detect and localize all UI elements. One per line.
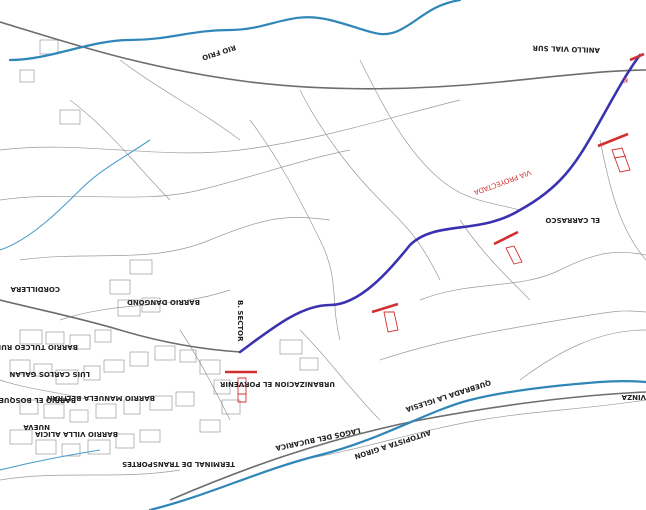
section-marker-3[interactable] (493, 230, 523, 265)
anillo-vial-road (0, 21, 646, 90)
secondary-road (0, 299, 241, 353)
stream-southwest (0, 449, 101, 471)
label-barrio-el-bosque: BARRIO EL BOSQUE (0, 396, 76, 404)
label-barrio-dangond: BARRIO DANGOND (127, 298, 200, 306)
section-marker-2[interactable] (371, 302, 399, 333)
label-via-proyectada: VIA PROYECTADA (473, 168, 533, 196)
label-k: K (623, 76, 628, 84)
terrain-contours (0, 59, 646, 481)
label-barrio-manuela-beltran: BARRIO MANUELA BELTRAN (46, 394, 155, 402)
section-marker-1[interactable] (225, 370, 257, 403)
label-vinza: VINZA (621, 393, 646, 401)
label-barrio-villa-alicia: BARRIO VILLA ALICIA (34, 430, 118, 438)
quebrada-la-iglesia (148, 380, 646, 510)
label-urbanizacion-el-porvenir: URBANIZACION EL PORVENIR (219, 380, 335, 388)
label-terminal: TERMINAL DE TRANSPORTES (122, 460, 235, 468)
label-luis-carlos-galan: LUIS CARLOS GALAN (9, 370, 90, 378)
label-nueva: NUEVA (23, 423, 50, 431)
label-lagos-del-bucarica: LAGOS DEL BUCARICA (274, 426, 361, 452)
urban-blocks (9, 39, 319, 457)
stream-west (0, 139, 151, 251)
label-rio-frio: RIO FRIO (201, 43, 237, 61)
section-marker-4[interactable] (597, 132, 631, 173)
autopista-road (169, 391, 646, 501)
via-proyectada-road (238, 53, 642, 354)
label-el-carrasco: EL CARRASCO (545, 216, 600, 224)
label-cordillera: CORDILLERA (10, 285, 60, 293)
rio-frio (8, 0, 462, 62)
section-marker-5[interactable] (629, 52, 645, 62)
label-barrio-tulceo-rueda: BARRIO TULCEO RUEDA (0, 343, 78, 351)
label-b-sector: B. SECTOR (236, 300, 244, 342)
label-anillo-vial: ANILLO VIAL SUR (532, 44, 600, 54)
